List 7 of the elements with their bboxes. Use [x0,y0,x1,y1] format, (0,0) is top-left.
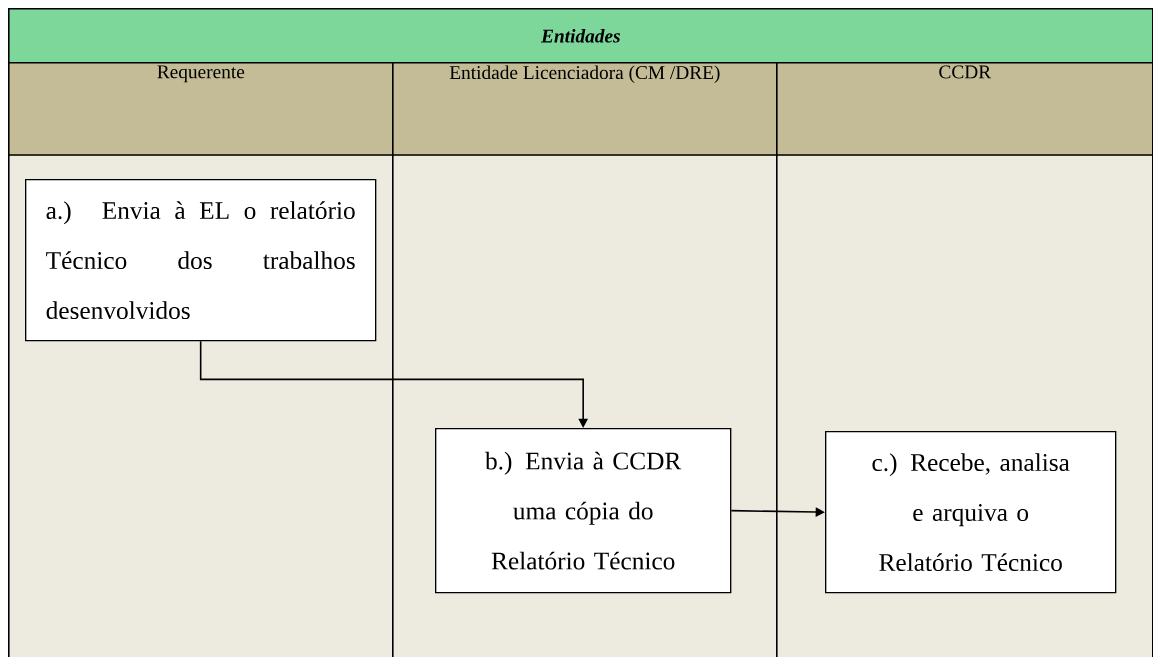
node-label: Entidade Licenciadora (CM /DRE) [449,65,720,83]
arrow [199,340,589,428]
process-box: c.) Recebe, analisa e arquiva o Relatório Técnico [825,431,1117,594]
node-label: Requerente [157,65,245,83]
title-band: Entidades [8,8,1153,64]
process-box: b.) Envia à CCDR uma cópia do Relatório Técnico [435,428,732,594]
process-box: a.) Envia à EL o relatório Técnico dos trabalhos desenvolvidos [25,179,377,342]
